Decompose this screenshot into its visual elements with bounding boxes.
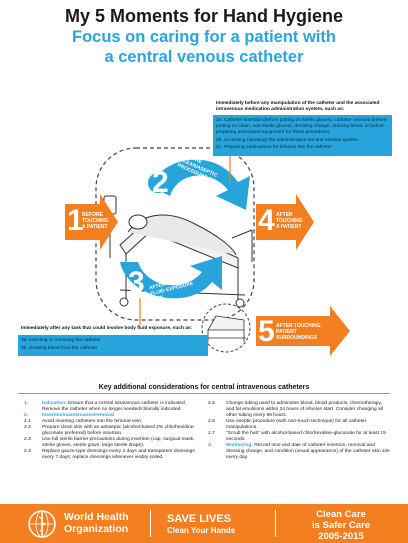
key-item: 2.7"Scrub the hub" with alcohol-based ch…: [208, 431, 386, 442]
key-considerations-heading: Key additional considerations for centra…: [98, 384, 310, 391]
key-considerations-left: 1.Indication: Ensure that a central intr…: [24, 401, 204, 461]
moment-3b-item: 3b. Drawing blood from the catheter: [21, 345, 98, 351]
moment-4-number: 4: [258, 204, 275, 237]
save-lives-title: SAVE LIVES: [167, 513, 231, 525]
moment-5-number: 5: [258, 315, 275, 348]
moment-4-arrow: [256, 194, 314, 250]
moment-2-number: 2: [152, 166, 169, 199]
hospital-bed: [103, 195, 253, 308]
subtitle-line-2: a central venous catheter: [104, 48, 304, 66]
subtitle-line-1: Focus on caring for a patient with: [71, 28, 337, 46]
moment-2c-item: 2c. Preparing medications for infusion i…: [216, 145, 332, 150]
key-item: 1.Indication: Ensure that a central intr…: [24, 401, 187, 412]
footer-bar: [0, 504, 408, 543]
clean-care-years: 2005-2015: [318, 531, 364, 542]
moment-4-label: AFTER TOUCHING A PATIENT: [276, 212, 303, 230]
moment-3-details-list: 3a. Inserting or removing the catheter 3…: [18, 335, 208, 356]
patient-zone-outline: [95, 147, 255, 321]
clean-care-line-1: Clean Care: [316, 509, 366, 520]
moment-1-label: BEFORE TOUCHING A PATIENT: [82, 212, 109, 230]
who-organization-name: World Health Organization: [64, 511, 129, 535]
page-subtitle: Focus on caring for a patient with a cen…: [10, 27, 398, 67]
moment-2b-item: 2b. Accessing (opening) the administrati…: [216, 137, 358, 143]
moment-2-details-box: Immediately before any manipulation of t…: [213, 99, 392, 156]
moment-2-arrow: [148, 159, 250, 210]
moment-3a-item: 3a. Inserting or removing the catheter: [21, 338, 101, 343]
who-logo-icon: [28, 510, 56, 538]
save-lives-subtitle: Clean Your Hands: [167, 526, 236, 535]
moment-2-details-list: 2a. Catheter insertion (before putting o…: [213, 115, 392, 156]
moment-2-details-heading: Immediately before any manipulation of t…: [216, 101, 380, 112]
surroundings-circle: [201, 303, 251, 353]
moment-3-details-box: Immediately after any task that could in…: [18, 325, 208, 356]
moment-2a-item: 2a. Catheter insertion (before putting o…: [216, 118, 387, 135]
hand-hygiene-illustration: [65, 147, 350, 356]
footer-divider-2: [275, 510, 276, 537]
page-title: My 5 Moments for Hand Hygiene: [64, 6, 344, 26]
small-bed: [206, 315, 246, 342]
footer-divider-1: [150, 510, 151, 537]
key-divider: [18, 393, 390, 394]
key-item: 2.Insertion/maintenance/removal: [24, 413, 115, 418]
moment-5-label: AFTER TOUCHING PATIENT SURROUNDINGS: [276, 323, 321, 341]
moment-3-arrow: [120, 256, 222, 299]
moment-1-number: 1: [67, 204, 84, 237]
moment-1-arrow: [65, 194, 118, 250]
clean-care-slogan: Clean Care is Safer Care 2005-2015: [283, 509, 399, 542]
moment-5-arrow: [256, 306, 350, 356]
who-line-2: Organization: [64, 523, 129, 535]
key-item: 3.Monitoring: Record time and date of ca…: [208, 443, 390, 460]
clean-care-line-2: is Safer Care: [311, 520, 371, 531]
moment-3-number: 3: [128, 266, 145, 299]
who-line-1: World Health: [64, 511, 129, 523]
moment-3-details-heading: Immediately after any task that could in…: [21, 326, 193, 331]
